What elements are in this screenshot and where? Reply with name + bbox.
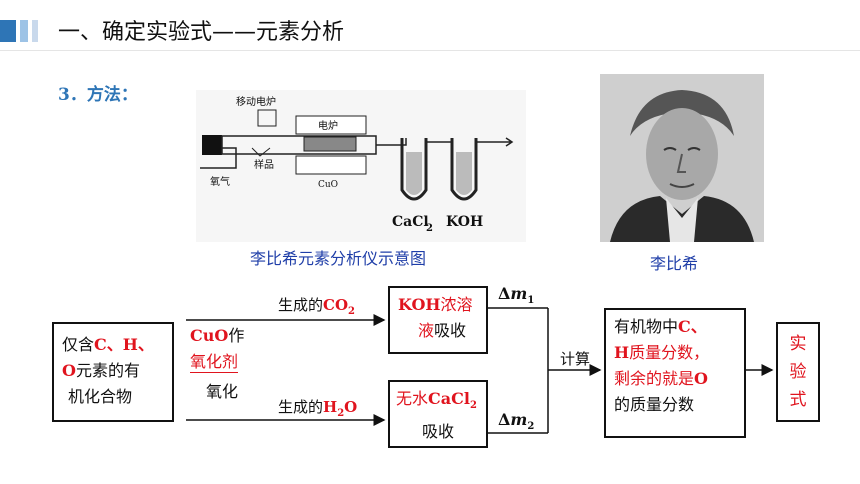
furnace-top [295, 115, 367, 135]
delta2-m: m [510, 410, 528, 429]
furnace-label: 电炉 [318, 119, 338, 132]
result-l1a: 有机物中 [614, 317, 679, 336]
result-l2a: H [614, 343, 630, 362]
page-title: 一、确定实验式——元素分析 [58, 20, 345, 45]
bottom-arrow-label: 生成的H2O [278, 396, 357, 419]
cacl-l2: 吸收 [422, 422, 455, 442]
final-c1: 实 [789, 334, 807, 354]
stopper [202, 135, 222, 155]
cuo-label: CuO [318, 180, 338, 190]
start-box: 仅含C、H、 O元素的有 机化合物 [52, 322, 174, 422]
delta-m1: Δm1 [498, 284, 534, 306]
person-portrait-icon [600, 74, 764, 242]
top-arrow-label: 生成的CO2 [278, 294, 355, 317]
cacl-prefix: 无水 [396, 389, 429, 408]
sample-boat [251, 147, 271, 157]
koh-bold: KOH [398, 295, 441, 314]
outlet-arrow [476, 137, 514, 147]
koh-label: KOH [446, 214, 483, 230]
koh-l2: 吸收 [434, 321, 467, 340]
oxidant-zuo: 作 [228, 326, 245, 345]
apparatus-caption: 李比希元素分析仪示意图 [250, 249, 427, 268]
calc-label: 计算 [560, 350, 591, 368]
koh-l2red: 液 [418, 321, 435, 340]
bottom-prefix: 生成的 [278, 398, 324, 416]
sample-label: 样品 [254, 158, 274, 171]
final-box: 实 验 式 [776, 322, 820, 422]
portrait-caption: 李比希 [650, 254, 699, 273]
furnace-bottom [295, 155, 367, 175]
bottom-h: H [323, 398, 338, 416]
bottom-h-sub: 2 [337, 408, 345, 419]
start-l3: 机化合物 [68, 387, 133, 406]
start-l1a: 仅含 [62, 335, 95, 354]
result-l4: 的质量分数 [614, 395, 695, 414]
movable-furnace-label: 移动电炉 [236, 95, 276, 108]
result-l2b: 质量分数， [629, 343, 710, 362]
oxidant-cuo-text: CuO [190, 326, 229, 345]
oxygen-inlet [200, 147, 237, 169]
oxidant-cuo: CuO作 [190, 322, 244, 346]
bottom-o: O [344, 398, 358, 416]
cacl2-label: CaCl [392, 214, 429, 230]
method-label: 3．方法： [58, 85, 138, 105]
result-box: 有机物中C、 H质量分数， 剩余的就是O 的质量分数 [604, 308, 746, 438]
delta2-d: Δ [498, 410, 511, 429]
start-l2a: O [62, 361, 76, 380]
header-accent-bars [0, 20, 50, 42]
cuo-packing [303, 136, 357, 152]
delta2-sub: 2 [527, 421, 535, 433]
cacl-text: CaCl [428, 389, 470, 408]
start-l2b: 元素的有 [75, 361, 140, 380]
delta1-sub: 1 [527, 295, 535, 307]
cacl-sub: 2 [469, 400, 477, 412]
koh-red-rest: 浓溶 [440, 295, 473, 314]
top-co-sub: 2 [348, 306, 355, 317]
koh-absorb-box: KOH浓溶 液吸收 [388, 286, 488, 354]
oxygen-label: 氧气 [210, 175, 230, 188]
final-c2: 验 [789, 362, 807, 382]
delta1-d: Δ [498, 284, 511, 303]
movable-furnace [257, 109, 277, 127]
delta-m2: Δm2 [498, 410, 534, 432]
header-rule [0, 50, 860, 51]
final-c3: 式 [789, 390, 807, 410]
cacl2-absorb-box: 无水CaCl2 吸收 [388, 380, 488, 448]
result-l3a: 剩余的就是 [614, 369, 695, 388]
top-co: CO [323, 296, 349, 314]
start-l1b: C、H、 [94, 335, 154, 354]
u-tube-koh [450, 138, 478, 201]
result-l3b: O [694, 369, 708, 388]
result-l1b: C、 [678, 317, 707, 336]
oxidant-action: 氧化 [206, 382, 239, 401]
u-tube-cacl2 [400, 138, 428, 201]
cacl2-sub: 2 [426, 223, 433, 234]
oxidant-agent: 氧化剂 [190, 348, 239, 373]
top-prefix: 生成的 [278, 296, 324, 314]
delta1-m: m [510, 284, 528, 303]
apparatus-diagram: 氧气 移动电炉 样品 电炉 CuO CaCl 2 KOH [196, 90, 526, 242]
